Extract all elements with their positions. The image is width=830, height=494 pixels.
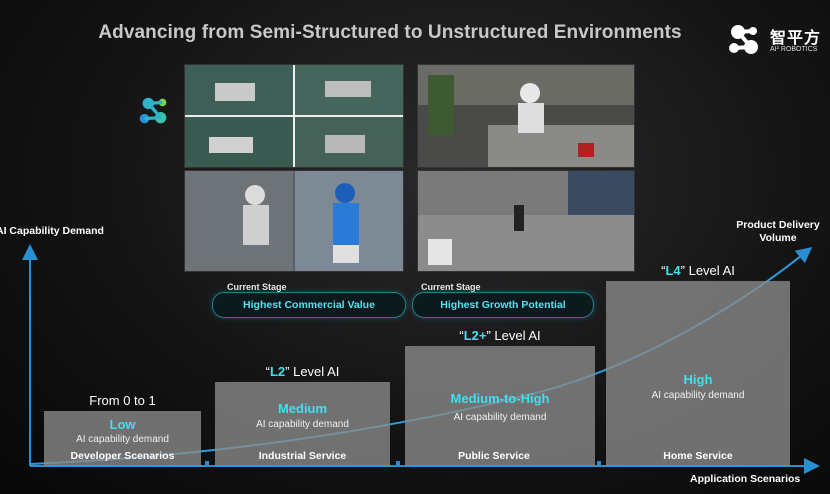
brand-name-cn: 智平方: [770, 30, 822, 47]
curve-label: Product Delivery Volume: [736, 219, 820, 244]
brand-mark-icon: [139, 97, 167, 124]
x-axis-tick: [205, 461, 209, 467]
step-level: “L2+” Level AI: [459, 328, 541, 343]
step-demand: Medium-to-High: [450, 391, 550, 406]
step-demand: High: [683, 372, 713, 387]
step-scenario: Public Service: [458, 450, 530, 462]
step-demand: Medium: [277, 401, 328, 416]
step-demand-sub: AI capability demand: [256, 419, 349, 430]
stage-pill-commercial: Highest Commercial Value: [212, 292, 406, 318]
step-demand-sub: AI capability demand: [651, 390, 745, 401]
step-scenario: Industrial Service: [258, 450, 347, 462]
step-bar-developer: [44, 411, 201, 466]
step-level: “L2” Level AI: [265, 364, 340, 379]
photo-office-robot: [417, 170, 635, 272]
brand-name-en: AI² ROBOTICS: [770, 46, 818, 53]
step-bar-industrial: [215, 382, 390, 466]
step-scenario: Home Service: [663, 450, 733, 462]
stage-tag: Current Stage: [227, 282, 287, 292]
stage-pill-growth: Highest Growth Potential: [412, 292, 594, 318]
step-demand: Low: [109, 417, 136, 432]
x-axis-tick: [396, 461, 400, 467]
stage-tag: Current Stage: [421, 282, 481, 292]
step-bar-public: [405, 346, 595, 466]
step-demand-sub: AI capability demand: [76, 434, 169, 445]
step-level: “L4” Level AI: [661, 263, 735, 278]
photo-service-robots: [184, 170, 404, 272]
brand-logo: 智平方 AI² ROBOTICS: [724, 18, 824, 62]
y-axis-label: AI Capability Demand: [0, 225, 104, 237]
page-title: Advancing from Semi-Structured to Unstru…: [98, 22, 682, 43]
x-axis-label: Application Scenarios: [690, 473, 801, 485]
photo-home-robot: [417, 64, 635, 168]
photo-industrial-assembly: [184, 64, 404, 168]
step-level: From 0 to 1: [89, 393, 156, 408]
brand-logo-icon: [729, 25, 758, 54]
step-bar-home: [606, 281, 790, 466]
step-scenario: Developer Scenarios: [70, 450, 175, 462]
x-axis-tick: [597, 461, 601, 467]
step-demand-sub: AI capability demand: [453, 412, 547, 423]
